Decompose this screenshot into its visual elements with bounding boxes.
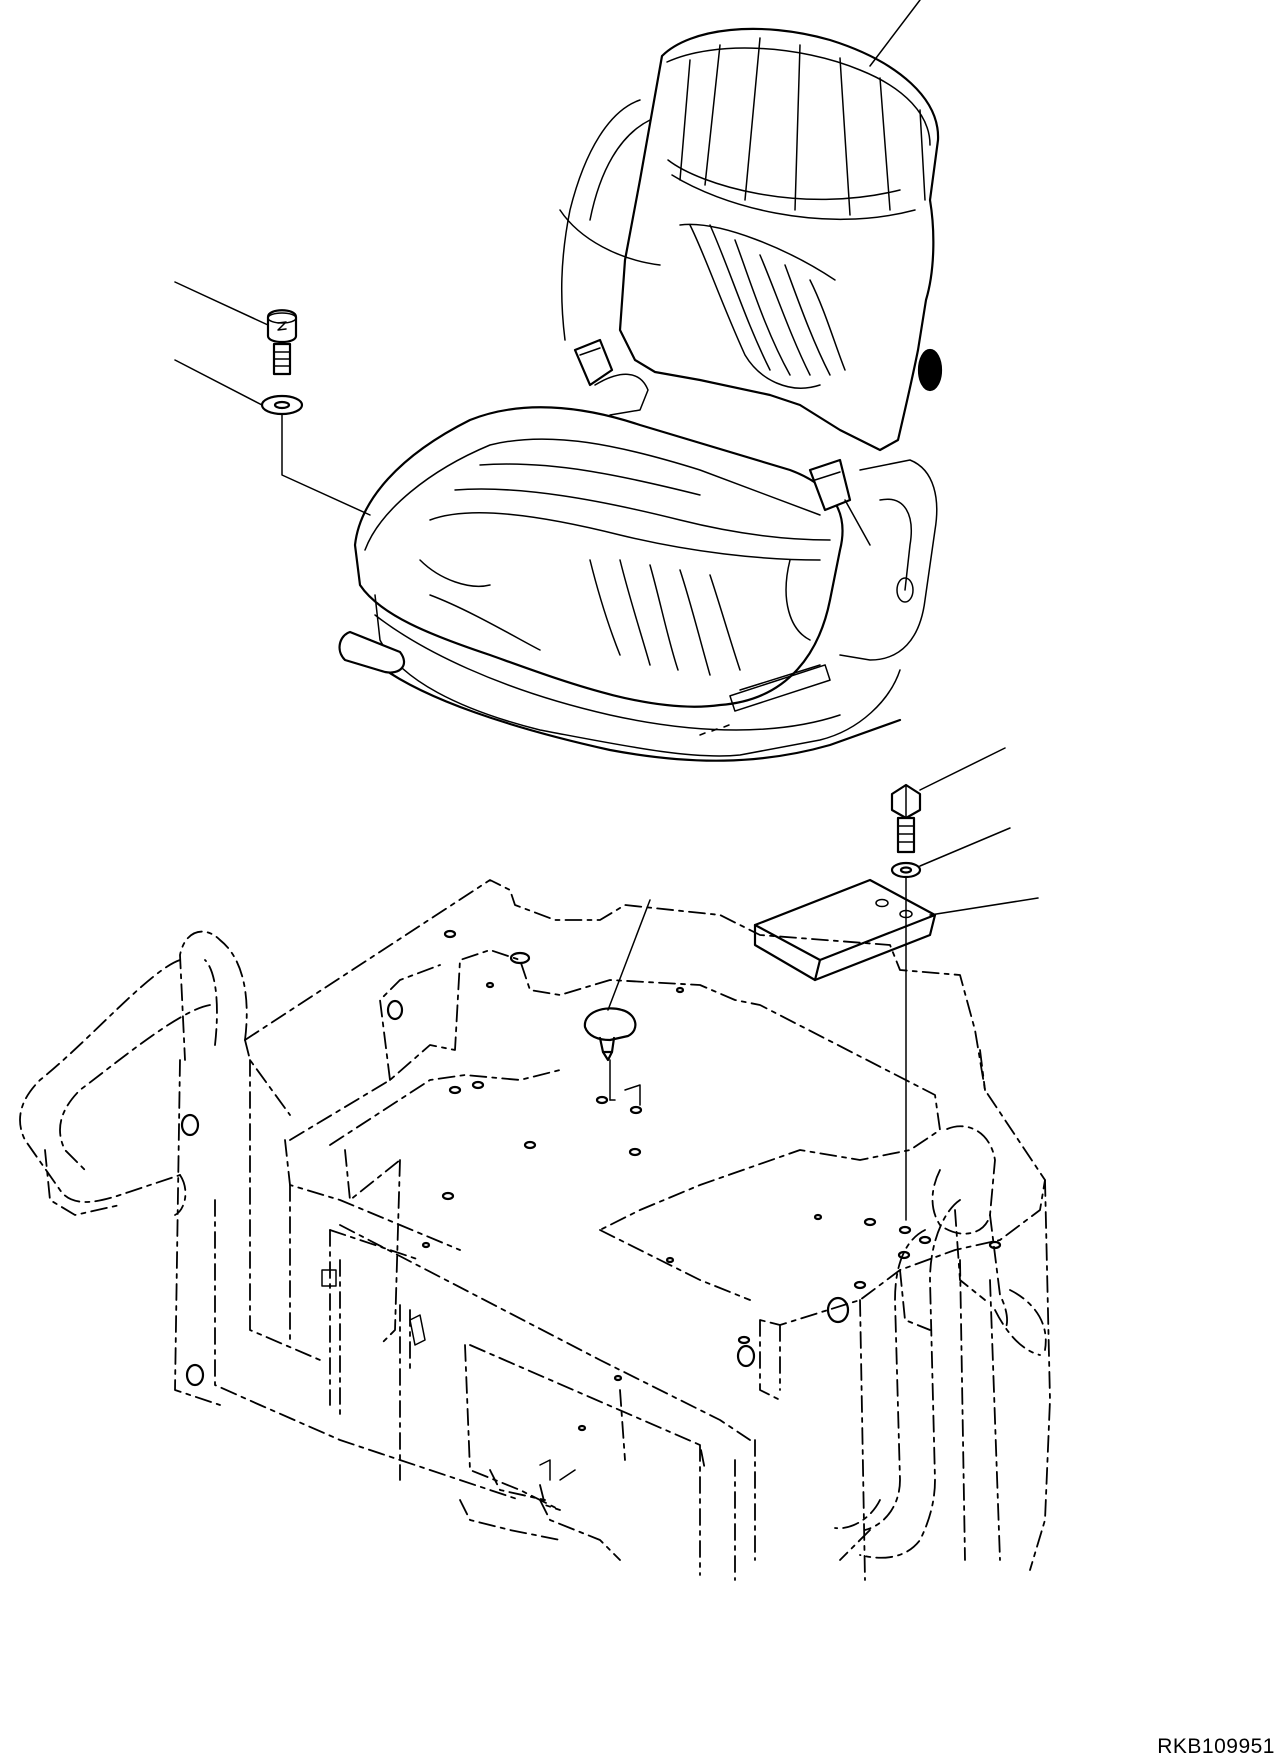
assembly-path-lines — [281, 413, 907, 1221]
operator-seat — [338, 27, 943, 762]
bracket-washer-right — [890, 861, 922, 879]
seat-mount-bolt-left — [266, 309, 298, 376]
grommet-plug — [583, 1007, 637, 1062]
seat-frame-platform — [19, 879, 1051, 1581]
leader-lines — [174, 0, 1039, 1011]
drawing-code-label: RKB109951 — [1157, 1735, 1275, 1758]
seat-bracket — [753, 878, 937, 982]
seat-mount-washer-left — [260, 394, 304, 416]
bracket-bolt-right — [890, 783, 922, 854]
